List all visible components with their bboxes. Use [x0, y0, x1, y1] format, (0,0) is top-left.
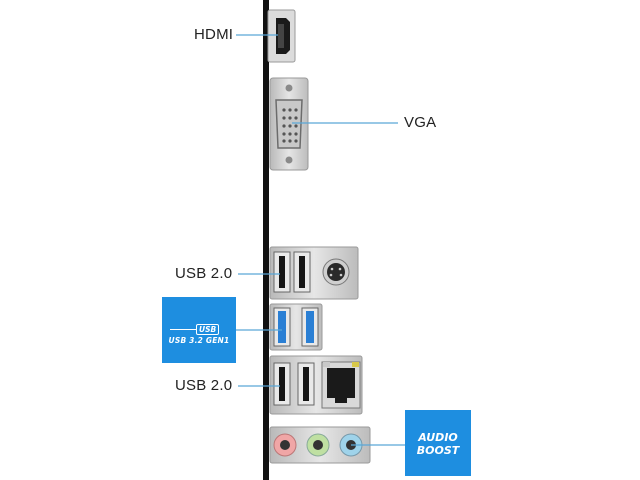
usb32-badge-tag: USB: [196, 324, 220, 335]
vga-port-icon: [269, 77, 309, 171]
usb2-top-ports: [269, 246, 359, 300]
ethernet-port-icon: [321, 361, 361, 409]
audio-jack-icon: [273, 433, 297, 457]
usb-port-icon: [273, 307, 291, 347]
usb-port-icon: [297, 362, 315, 406]
ps2-port-icon: [322, 258, 350, 286]
usb32-ports: [269, 303, 323, 351]
audio-boost-line1: AUDIO: [418, 431, 458, 444]
usb32-badge-text: USB 3.2 GEN1: [168, 336, 230, 345]
usb-port-icon: [293, 251, 311, 293]
hdmi-port-icon: [267, 9, 296, 63]
vga-label: VGA: [404, 114, 437, 131]
usb32-badge: USB USB 3.2 GEN1: [162, 297, 236, 363]
hdmi-label: HDMI: [194, 26, 234, 43]
usb32-badge-line: [170, 329, 196, 331]
audio-jack-icon: [306, 433, 330, 457]
usb2-lan-ports: [269, 355, 363, 415]
usb2-bottom-label: USB 2.0: [175, 377, 233, 394]
audio-jacks: [269, 426, 371, 464]
panel-edge: [263, 0, 269, 480]
audio-boost-badge: AUDIO BOOST: [405, 410, 471, 476]
usb2-top-label: USB 2.0: [175, 265, 233, 282]
usb-port-icon: [273, 251, 291, 293]
leader-lines: [236, 34, 405, 446]
usb-port-icon: [301, 307, 319, 347]
audio-boost-line2: BOOST: [416, 444, 460, 457]
usb-port-icon: [273, 362, 291, 406]
